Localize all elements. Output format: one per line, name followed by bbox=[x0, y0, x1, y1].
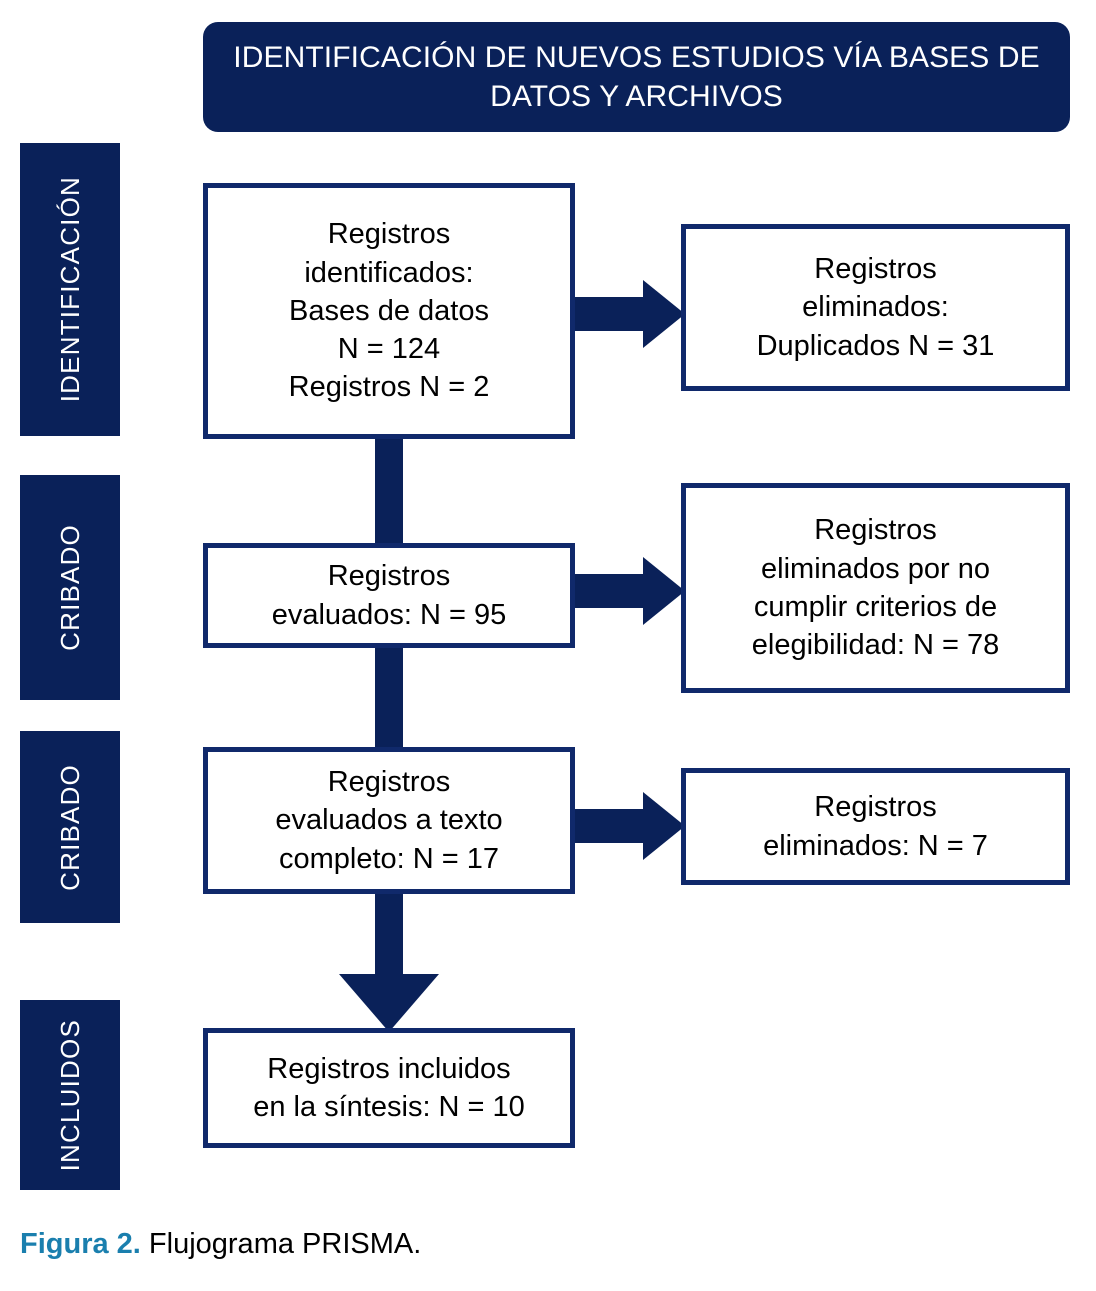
stage-label-cribado-1: CRIBADO bbox=[54, 524, 85, 651]
arrow-shaft bbox=[575, 297, 649, 331]
box-eliminados-no-elegibles: Registros eliminados por no cumplir crit… bbox=[681, 483, 1070, 693]
box-registros-texto-completo-text: Registros evaluados a texto completo: N … bbox=[275, 766, 503, 875]
box-registros-identificados: Registros identificados: Bases de datos … bbox=[203, 183, 575, 439]
figure-caption: Figura 2. Flujograma PRISMA. bbox=[20, 1228, 421, 1261]
arrow-shaft bbox=[575, 809, 649, 843]
stage-label-incluidos: INCLUIDOS bbox=[54, 1018, 85, 1172]
box-registros-incluidos: Registros incluidos en la síntesis: N = … bbox=[203, 1028, 575, 1148]
arrow-head-right-icon bbox=[643, 280, 685, 348]
box-eliminados-no-elegibles-text: Registros eliminados por no cumplir crit… bbox=[751, 514, 1000, 662]
header-banner-text: IDENTIFICACIÓN DE NUEVOS ESTUDIOS VÍA BA… bbox=[233, 41, 1040, 113]
box-registros-incluidos-text: Registros incluidos en la síntesis: N = … bbox=[253, 1052, 525, 1123]
box-eliminados-duplicados: Registros eliminados: Duplicados N = 31 bbox=[681, 224, 1070, 391]
box-registros-texto-completo: Registros evaluados a texto completo: N … bbox=[203, 747, 575, 894]
arrow-head-right-icon bbox=[643, 792, 685, 860]
box-eliminados-duplicados-text: Registros eliminados: Duplicados N = 31 bbox=[756, 253, 995, 362]
arrow-screened-to-noteligible bbox=[575, 556, 685, 626]
header-banner: IDENTIFICACIÓN DE NUEVOS ESTUDIOS VÍA BA… bbox=[203, 22, 1070, 132]
arrow-head-down-icon bbox=[339, 974, 439, 1032]
arrow-fulltext-to-included bbox=[339, 890, 439, 1032]
figure-caption-text: Flujograma PRISMA. bbox=[140, 1228, 422, 1260]
stage-label-cribado-2: CRIBADO bbox=[54, 763, 85, 891]
arrow-shaft bbox=[575, 574, 649, 608]
arrow-head-right-icon bbox=[643, 557, 685, 625]
arrow-fulltext-to-removed bbox=[575, 791, 685, 861]
stage-bar-cribado-2: CRIBADO bbox=[20, 731, 120, 923]
arrow-identified-to-duplicates bbox=[575, 279, 685, 349]
stage-bar-identificacion: IDENTIFICACIÓN bbox=[20, 143, 120, 436]
stage-bar-incluidos: INCLUIDOS bbox=[20, 1000, 120, 1190]
box-registros-identificados-text: Registros identificados: Bases de datos … bbox=[288, 218, 490, 404]
box-eliminados-texto-completo: Registros eliminados: N = 7 bbox=[681, 768, 1070, 885]
stage-label-identificacion: IDENTIFICACIÓN bbox=[54, 176, 85, 403]
connector-identified-to-screened bbox=[375, 436, 403, 547]
arrow-shaft bbox=[375, 890, 403, 978]
box-registros-evaluados-text: Registros evaluados: N = 95 bbox=[271, 560, 507, 631]
stage-bar-cribado-1: CRIBADO bbox=[20, 475, 120, 700]
box-eliminados-texto-completo-text: Registros eliminados: N = 7 bbox=[763, 791, 988, 862]
box-registros-evaluados: Registros evaluados: N = 95 bbox=[203, 543, 575, 648]
figure-caption-prefix: Figura 2. bbox=[20, 1228, 141, 1260]
connector-screened-to-fulltext bbox=[375, 644, 403, 751]
